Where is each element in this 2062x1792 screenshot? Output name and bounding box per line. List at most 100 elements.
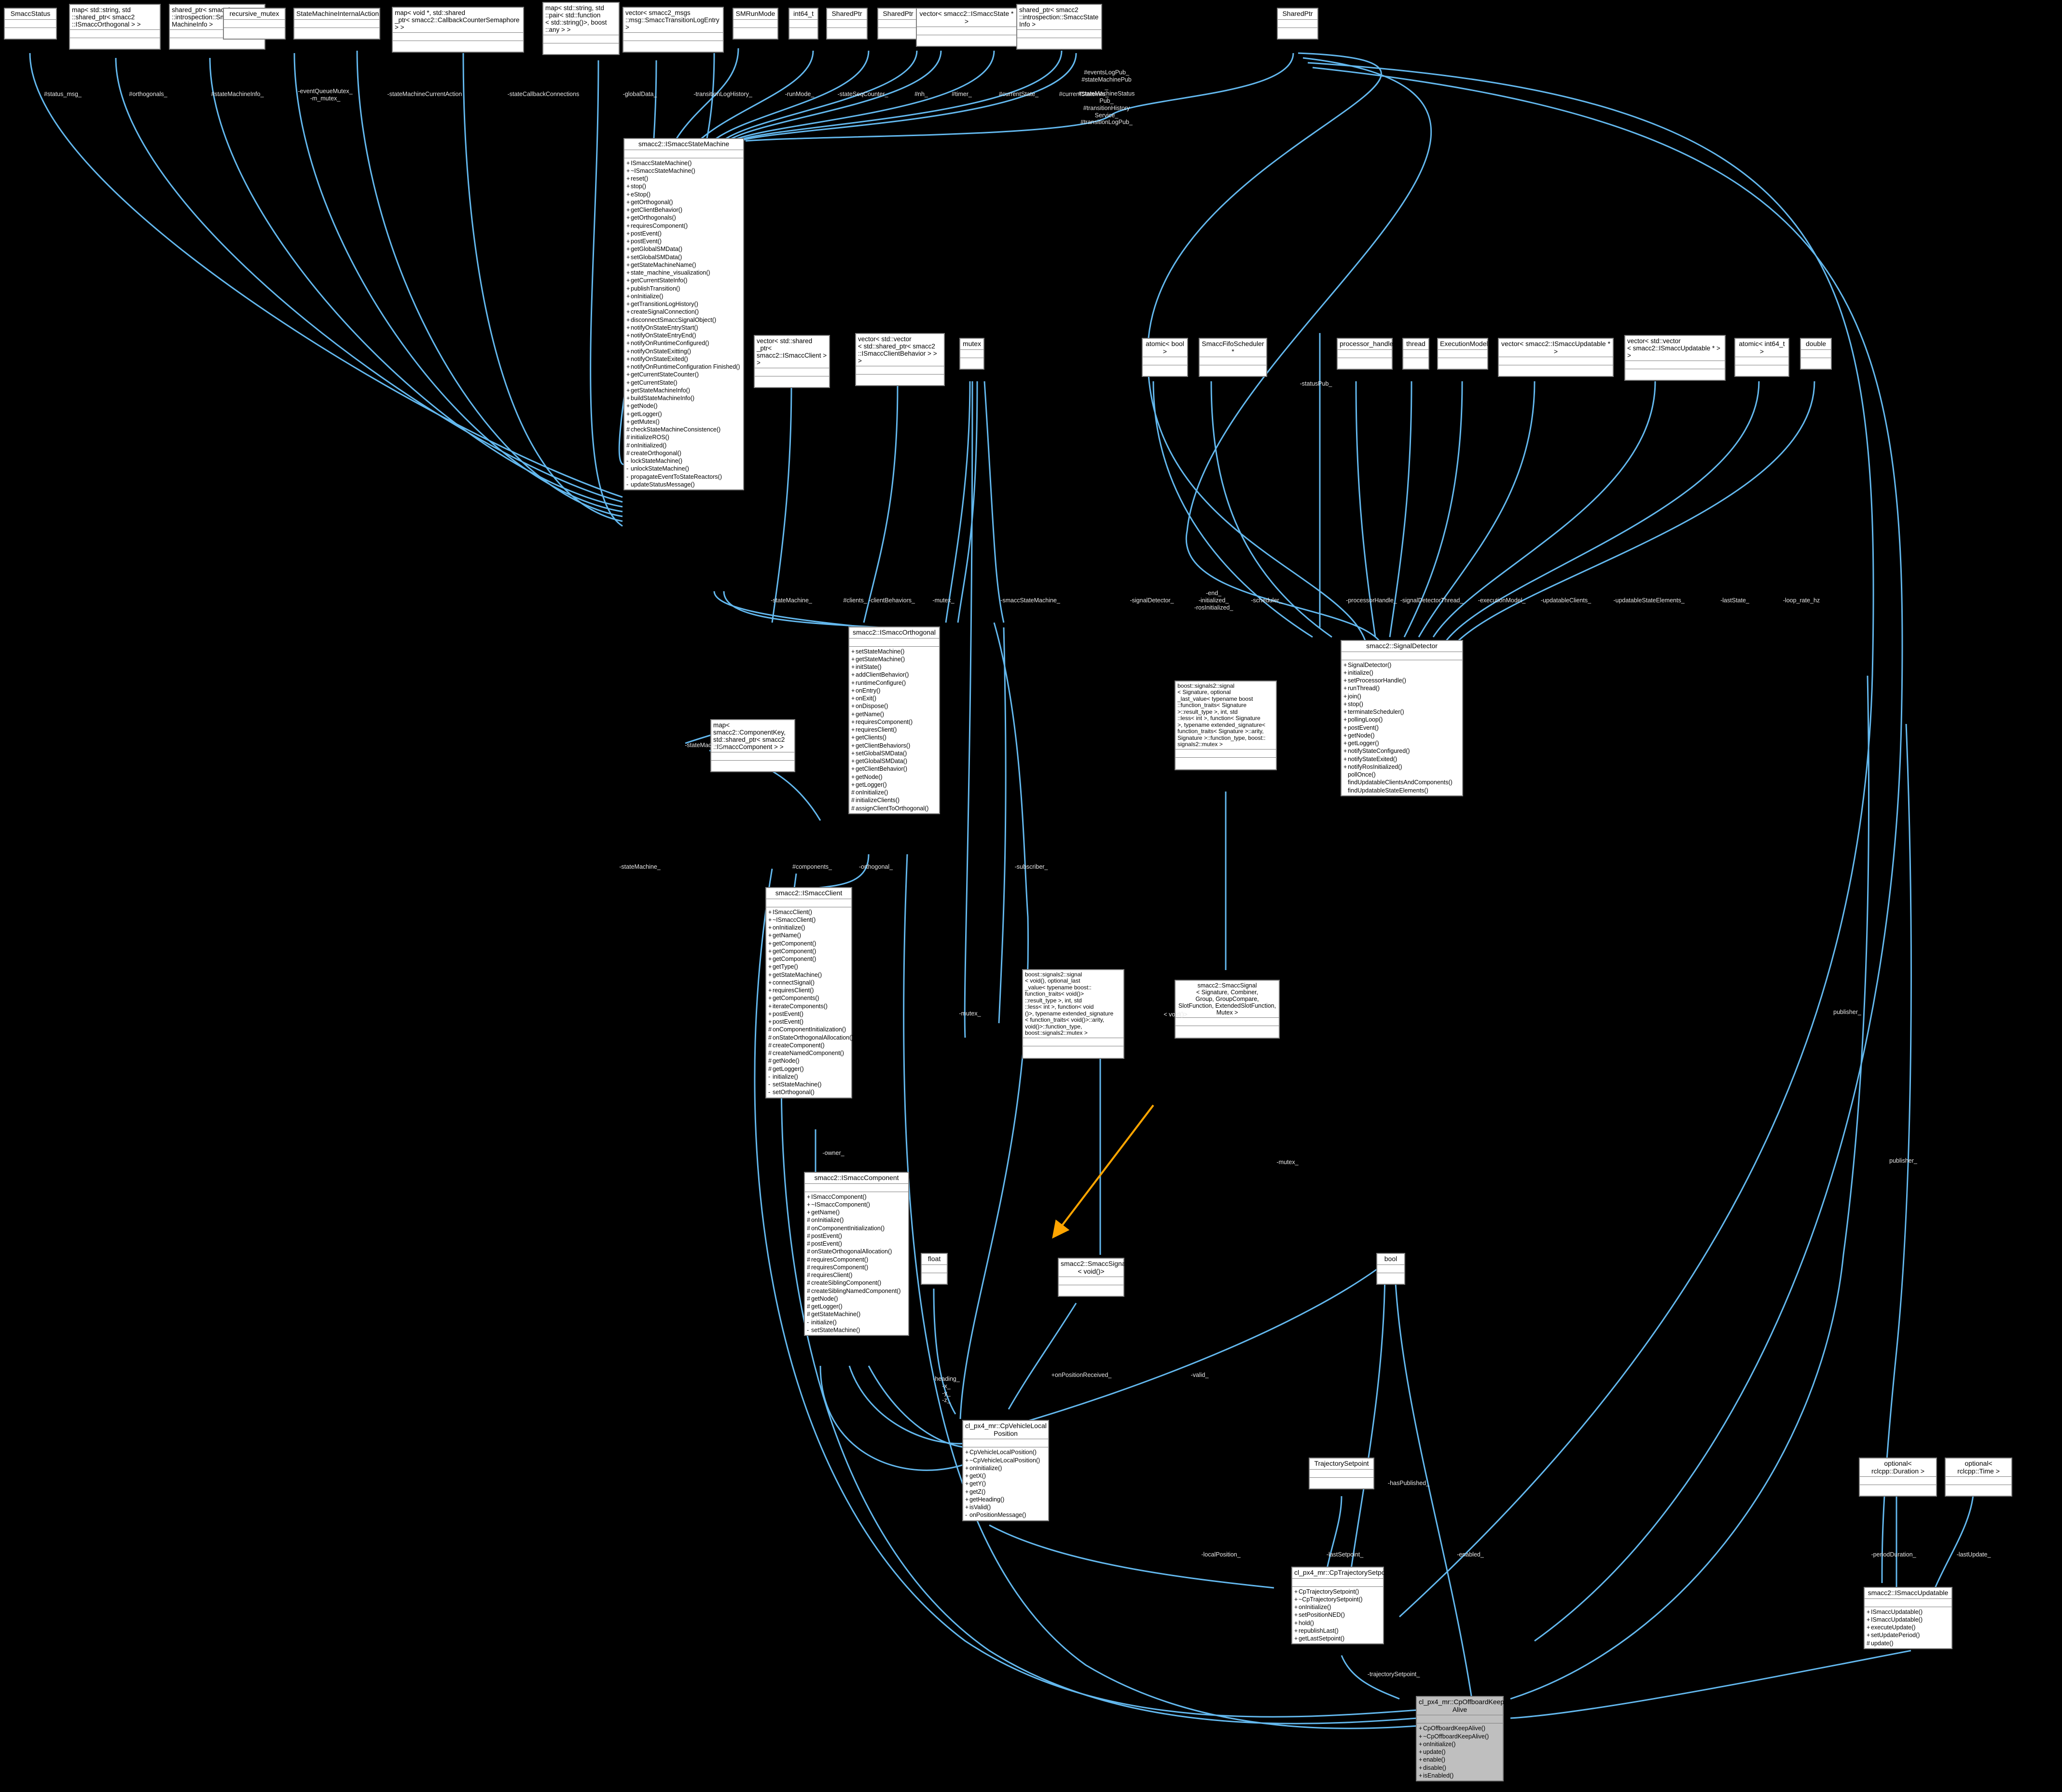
node-cpvehiclelocalposition[interactable]: cl_px4_mr::CpVehicleLocal Position +CpVe… — [962, 1420, 1049, 1521]
class-operation: +getComponent() — [768, 955, 850, 963]
operation-label: getComponents() — [773, 995, 819, 1002]
class-operation: #createComponent() — [768, 1042, 850, 1049]
visibility-marker: + — [1294, 1596, 1298, 1603]
visibility-marker: + — [626, 371, 630, 378]
class-operation: +update() — [1418, 1748, 1501, 1756]
class-operation: +addClientBehavior() — [851, 671, 938, 679]
node-processor-handle[interactable]: processor_handle — [1337, 338, 1393, 370]
node-signaldetector[interactable]: smacc2::SignalDetector +SignalDetector()… — [1341, 640, 1463, 796]
node-double[interactable]: double — [1800, 338, 1832, 370]
class-operation: #update() — [1866, 1639, 1950, 1647]
node-int64t[interactable]: int64_t — [789, 8, 818, 40]
node-operations — [1438, 358, 1487, 369]
node-statemachineinternalaction[interactable]: StateMachineInternalAction — [293, 8, 380, 40]
class-operation: +getComponent() — [768, 947, 850, 955]
class-operation: +ISmaccUpdatable() — [1866, 1616, 1950, 1624]
operation-label: setPositionNED() — [1299, 1611, 1345, 1619]
node-thread[interactable]: thread — [1402, 338, 1429, 370]
node-sharedptr-3[interactable]: SharedPtr — [1277, 8, 1318, 40]
operation-label: getLogger() — [773, 1065, 804, 1072]
node-vector-vector-ismaccupdatable[interactable]: vector< std::vector < smacc2::ISmaccUpda… — [1624, 335, 1726, 381]
node-vector-ismaccupdatable[interactable]: vector< smacc2::ISmaccUpdatable * > — [1498, 338, 1614, 377]
class-operation: +republishLast() — [1294, 1627, 1382, 1635]
node-boost-signal-generic[interactable]: boost::signals2::signal < Signature, opt… — [1175, 681, 1277, 771]
node-smaccsignal-generic[interactable]: smacc2::SmaccSignal < Signature, Combine… — [1175, 980, 1280, 1039]
edge-label: -eventQueueMutex_ -m_mutex_ — [298, 88, 353, 102]
node-map-globaldata[interactable]: map< std::string, std ::pair< std::funct… — [542, 2, 620, 56]
node-smaccfifoscheduler[interactable]: SmaccFifoScheduler * — [1199, 338, 1267, 377]
visibility-marker: + — [1867, 1624, 1870, 1631]
node-map-orthogonal[interactable]: map< std::string, std ::shared_ptr< smac… — [69, 4, 161, 50]
node-boost-signal-void[interactable]: boost::signals2::signal < void(), option… — [1022, 969, 1124, 1059]
node-vector-transitionlogentry[interactable]: vector< smacc2_msgs ::msg::SmaccTransiti… — [623, 7, 724, 53]
visibility-marker: + — [1419, 1740, 1423, 1748]
node-ismaccstatemachine[interactable]: smacc2::ISmaccStateMachine +ISmaccStateM… — [623, 138, 744, 491]
node-optional-duration[interactable]: optional< rclcpp::Duration > — [1859, 1458, 1937, 1497]
node-atomic-bool[interactable]: atomic< bool > — [1142, 338, 1188, 377]
node-attributes — [805, 1184, 908, 1192]
operation-label: getClientBehavior() — [856, 765, 907, 773]
node-mutex[interactable]: mutex — [959, 338, 984, 370]
node-ismaccupdatable[interactable]: smacc2::ISmaccUpdatable +ISmaccUpdatable… — [1864, 1587, 1952, 1649]
node-sharedptr-smaccstateinfo[interactable]: shared_ptr< smacc2 ::introspection::Smac… — [1016, 4, 1102, 50]
visibility-marker: # — [807, 1295, 810, 1302]
node-attributes — [1801, 350, 1831, 358]
node-sharedptr-1[interactable]: SharedPtr — [826, 8, 868, 40]
operation-label: ~CpVehicleLocalPosition() — [969, 1457, 1040, 1464]
visibility-marker: + — [1867, 1632, 1870, 1639]
class-operation: +getClientBehavior() — [851, 765, 938, 773]
edge-label: #status_msg_ — [44, 91, 82, 97]
operation-label: getOrthogonals() — [631, 214, 676, 222]
node-smrunmode[interactable]: SMRunMode — [733, 8, 778, 40]
operation-label: initializeClients() — [856, 797, 900, 804]
node-ismaccorthogonal[interactable]: smacc2::ISmaccOrthogonal +setStateMachin… — [848, 626, 940, 814]
node-title: processor_handle — [1338, 339, 1393, 350]
node-vector-ismaccclient[interactable]: vector< std::shared _ptr< smacc2::ISmacc… — [754, 335, 830, 389]
node-trajectorysetpoint[interactable]: TrajectorySetpoint — [1309, 1458, 1374, 1489]
node-ismaccclient[interactable]: smacc2::ISmaccClient +ISmaccClient()+~IS… — [765, 887, 853, 1098]
visibility-marker: # — [807, 1287, 810, 1294]
node-atomic-int64[interactable]: atomic< int64_t > — [1734, 338, 1789, 377]
node-smaccsignal-void[interactable]: smacc2::SmaccSignal < void()> — [1058, 1258, 1127, 1297]
operation-label: getNode() — [856, 773, 883, 780]
class-operation: +getGlobalSMData() — [626, 245, 742, 253]
operation-label: CpVehicleLocalPosition() — [969, 1449, 1037, 1456]
class-operation: -setOrthogonal() — [768, 1088, 850, 1096]
node-operations — [922, 1273, 947, 1284]
class-operation: +CpVehicleLocalPosition() — [965, 1448, 1047, 1456]
node-vector-ismaccstate[interactable]: vector< smacc2::ISmaccState * > — [916, 8, 1017, 47]
visibility-marker: + — [1294, 1611, 1298, 1619]
node-cpoffboardkeepalive[interactable]: cl_px4_mr::CpOffboardKeep Alive +CpOffbo… — [1416, 1696, 1504, 1782]
operation-label: ~ISmaccStateMachine() — [631, 167, 695, 174]
visibility-marker: + — [1419, 1764, 1423, 1771]
node-operations — [1625, 369, 1725, 380]
operation-label: ~ISmaccClient() — [773, 916, 816, 923]
class-operation: #onComponentInitialization() — [768, 1026, 850, 1033]
operation-label: createOrthogonal() — [631, 449, 681, 457]
node-ismacccomponent[interactable]: smacc2::ISmaccComponent +ISmaccComponent… — [804, 1172, 909, 1336]
operation-label: updateStatusMessage() — [631, 481, 695, 488]
operation-label: postEvent() — [631, 230, 662, 237]
node-map-callbackcountersemaphore[interactable]: map< void *, std::shared _ptr< smacc2::C… — [392, 7, 524, 53]
node-sharedptr-2[interactable]: SharedPtr — [877, 8, 919, 40]
node-title: mutex — [960, 339, 983, 350]
operation-label: onInitialize() — [811, 1217, 844, 1224]
edge-label: #clients_ — [843, 597, 867, 604]
visibility-marker: + — [851, 655, 855, 663]
class-operation: +requiresComponent() — [626, 222, 742, 230]
node-recursive-mutex[interactable]: recursive_mutex — [223, 8, 286, 40]
node-cptrajectorysetpoint[interactable]: cl_px4_mr::CpTrajectorySetpoint +CpTraje… — [1291, 1567, 1392, 1645]
visibility-marker: + — [965, 1449, 969, 1456]
visibility-marker: + — [768, 987, 772, 994]
class-operation: -updateStatusMessage() — [626, 481, 742, 488]
node-optional-time[interactable]: optional< rclcpp::Time > — [1945, 1458, 2012, 1497]
node-vector-clientbehavior[interactable]: vector< std::vector < std::shared_ptr< s… — [855, 333, 945, 387]
node-bool[interactable]: bool — [1376, 1253, 1405, 1285]
node-operations — [733, 28, 777, 39]
node-executionmodel[interactable]: ExecutionModel — [1437, 338, 1488, 370]
node-operations — [960, 358, 983, 369]
edge-label: -clientBehaviors_ — [869, 597, 915, 604]
node-SmaccStatus[interactable]: SmaccStatus — [4, 8, 57, 40]
node-float[interactable]: float — [921, 1253, 948, 1285]
operation-label: initState() — [856, 664, 882, 671]
